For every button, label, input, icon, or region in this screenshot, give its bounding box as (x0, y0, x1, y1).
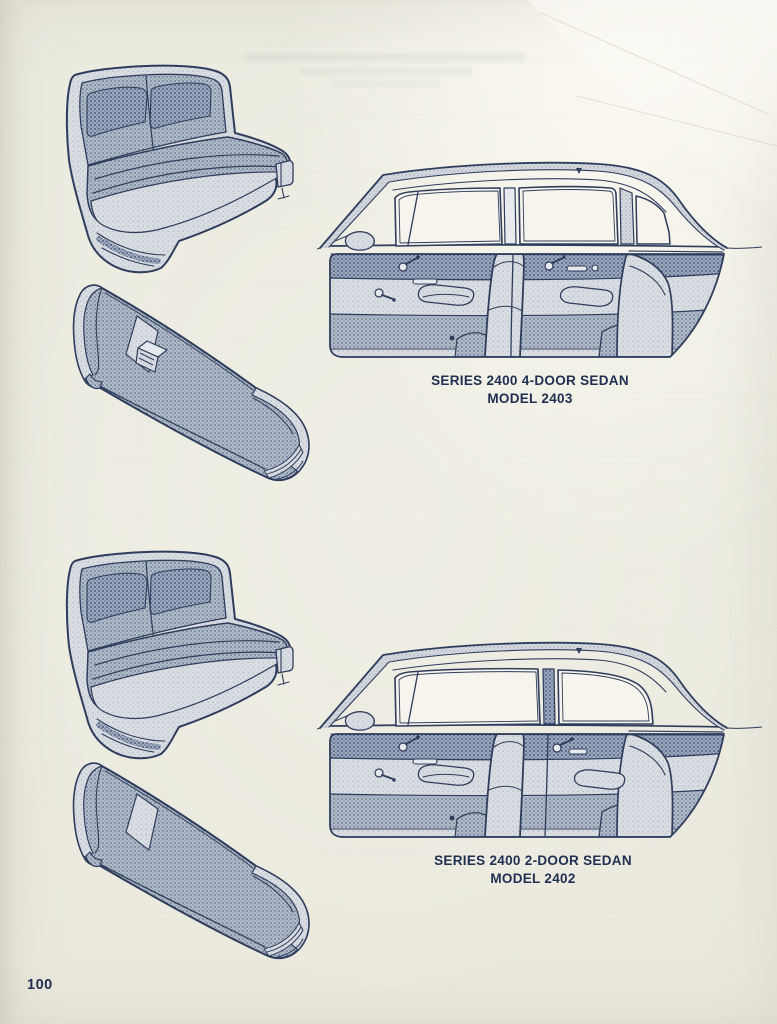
rear-seat-drawing (50, 280, 328, 484)
interior-2door-drawing (316, 630, 763, 848)
paper-crease-line (539, 12, 769, 115)
caption-2door-model: MODEL 2402 (490, 870, 576, 886)
caption-4door-model: MODEL 2403 (487, 390, 573, 406)
front-seat-drawing (42, 546, 302, 761)
ghost-text-smudge (300, 67, 472, 75)
front-bench-seat-illustration-2door (42, 546, 302, 761)
center-armrest-handle (135, 340, 168, 373)
front-seat-drawing (42, 60, 302, 275)
sedan-interior-phantom-4door (316, 150, 763, 368)
caption-4door-series: SERIES 2400 4-DOOR SEDAN (431, 373, 629, 388)
ghost-text-smudge (332, 80, 440, 87)
rear-seat-drawing (50, 758, 328, 962)
page-number: 100 (27, 977, 53, 993)
rear-bench-seat-illustration-4door (50, 280, 328, 484)
rear-bench-seat-illustration-2door (50, 758, 328, 962)
paper-crease-line (574, 95, 777, 148)
caption-4door-sedan: SERIES 2400 4-DOOR SEDAN MODEL 2403 (377, 372, 683, 408)
caption-2door-series: SERIES 2400 2-DOOR SEDAN (434, 853, 632, 868)
interior-4door-drawing (316, 150, 763, 368)
caption-2door-sedan: SERIES 2400 2-DOOR SEDAN MODEL 2402 (380, 852, 686, 888)
front-bench-seat-illustration-4door (42, 60, 302, 275)
sedan-interior-phantom-2door (316, 630, 763, 848)
